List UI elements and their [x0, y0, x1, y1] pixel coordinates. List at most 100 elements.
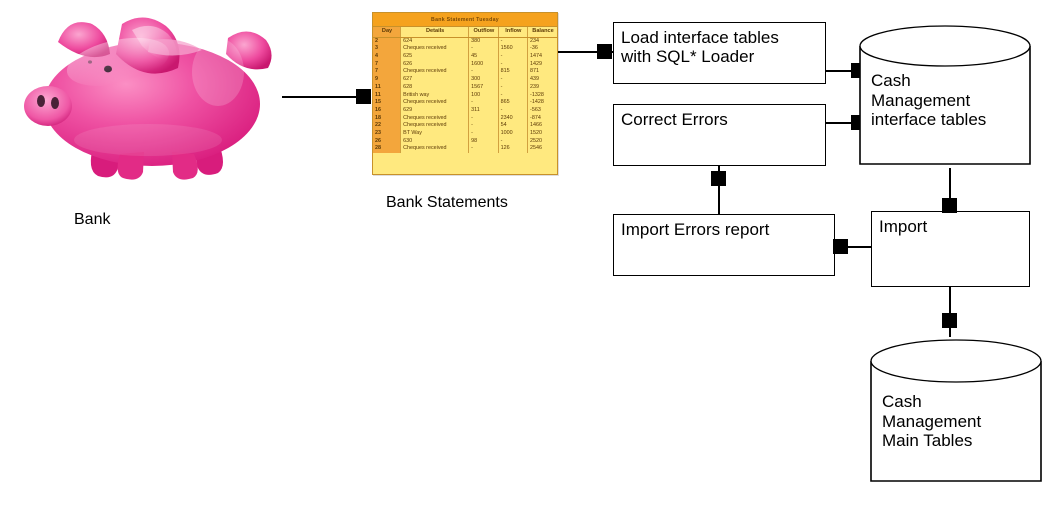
node-correct-errors[interactable]: Correct Errors [613, 104, 826, 166]
statement-cell: 15 [373, 99, 402, 107]
statement-col-day: Day [373, 27, 402, 38]
statement-cell: 98 [468, 137, 499, 146]
statement-cell: 2 [373, 37, 402, 46]
statement-cell: 11 [373, 91, 402, 100]
statement-cell: 630 [400, 137, 470, 146]
statement-cell: 28 [373, 145, 402, 153]
statement-cell: 871 [530, 68, 540, 75]
statement-header-row: Day Details Outflow Inflow Balance [373, 27, 557, 38]
connector-line-bank-to-statement [282, 96, 358, 98]
statement-cell: 625 [400, 52, 470, 61]
connector-line-report-to-import [835, 246, 871, 248]
statement-cell: 629 [400, 106, 470, 115]
connector-line-interface-tables-to-import [949, 168, 951, 212]
database-cylinder-icon [859, 25, 1031, 165]
connector-square-icon [942, 198, 957, 213]
statement-cell: 22 [373, 122, 402, 130]
connector-square-icon [942, 313, 957, 328]
database-cylinder-icon [870, 339, 1042, 482]
datastore-main-tables[interactable]: Cash Management Main Tables [870, 337, 1042, 483]
statement-cell: 311 [468, 106, 499, 115]
connector-square-icon [597, 44, 612, 59]
statement-title: Bank Statement Tuesday [373, 13, 557, 27]
statement-cell: 624 [400, 37, 470, 46]
statement-cell: - [498, 91, 529, 100]
statement-cell: 100 [468, 91, 499, 100]
statement-cell: 2546 [530, 145, 543, 152]
statement-cell: - [498, 37, 529, 46]
statement-cell: -874 [530, 114, 541, 121]
statement-cell: 1429 [530, 60, 543, 67]
statement-cell: - [498, 106, 529, 115]
statement-cell: 9 [373, 76, 402, 84]
statement-cell: 26 [373, 137, 402, 146]
statement-cell: 815 [498, 68, 529, 77]
statement-cell: 54 [498, 122, 529, 130]
caption-bank-statements: Bank Statements [386, 194, 508, 211]
statement-cell: - [468, 68, 499, 77]
statement-cell: 45 [468, 52, 499, 61]
statement-cell: British way [400, 91, 470, 100]
node-import[interactable]: Import [871, 211, 1030, 287]
node-import-errors-report[interactable]: Import Errors report [613, 214, 835, 276]
connector-square-icon [711, 171, 726, 186]
statement-cell: 1466 [530, 122, 543, 129]
statement-cell: - [468, 145, 499, 153]
statement-cell: - [498, 83, 529, 92]
statement-cell: 865 [498, 99, 529, 107]
statement-cell: BT Way [400, 129, 470, 138]
connector-line-load-to-interface-tables [826, 70, 854, 72]
statement-cell: 1520 [530, 129, 543, 136]
statement-cell: 11 [373, 83, 402, 92]
statement-col-balance: Balance [527, 27, 557, 38]
node-load-interface-tables[interactable]: Load interface tables with SQL* Loader [613, 22, 826, 84]
statement-cell: 1474 [530, 53, 543, 60]
statement-cell: 7 [373, 68, 402, 77]
statement-cell: 126 [498, 145, 529, 153]
statement-cell: Cheques received [400, 99, 470, 107]
statement-col-outflow: Outflow [468, 27, 499, 38]
datastore-interface-tables[interactable]: Cash Management interface tables [859, 24, 1031, 166]
statement-cell: -1428 [530, 99, 544, 106]
connector-line-correct-errors-to-report [718, 166, 720, 216]
statement-cell: 1567 [468, 83, 499, 92]
statement-cell: Cheques received [400, 122, 470, 130]
statement-cell: 380 [468, 37, 499, 46]
statement-cell: 439 [530, 76, 540, 83]
statement-cell: 2340 [498, 114, 529, 123]
statement-cell: 300 [468, 76, 499, 84]
statement-cell: -36 [530, 45, 538, 52]
statement-cell: - [498, 76, 529, 84]
statement-cell: - [498, 52, 529, 61]
statement-cell: 1560 [498, 45, 529, 53]
bank-statement-icon: Bank Statement Tuesday Day Details Outfl… [372, 12, 558, 175]
statement-cell: - [468, 129, 499, 138]
statement-col-inflow: Inflow [498, 27, 529, 38]
statement-cell: 2520 [530, 137, 543, 144]
statement-cell: - [498, 60, 529, 69]
statement-cell: 3 [373, 45, 402, 53]
statement-cell: 7 [373, 60, 402, 69]
statement-cell: Cheques received [400, 114, 470, 123]
statement-cell: 627 [400, 76, 470, 84]
connector-line-import-to-main-tables [949, 287, 951, 337]
statement-cell: - [468, 114, 499, 123]
statement-cell: 234 [530, 37, 540, 44]
caption-bank: Bank [74, 211, 111, 228]
statement-cell: - [468, 122, 499, 130]
statement-cell: 4 [373, 52, 402, 61]
